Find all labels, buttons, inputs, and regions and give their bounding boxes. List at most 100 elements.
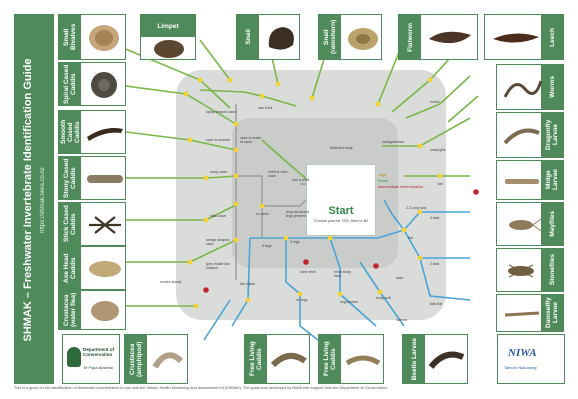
tile-crustacea-amphipod: Crustacea (amphipod) [124,334,188,384]
midge-picture [501,171,543,191]
tile-label: Damselfly Larvae [545,296,559,330]
spiral-caddis-picture [87,69,121,101]
niwa-subtitle: Taihoro Nukurangi [504,365,536,370]
tile-spiral-cased-caddis: Spiral Cased Caddis [58,62,126,106]
tile-smooth-cased-caddis: Smooth Cased Caddis [58,110,126,154]
dragonfly-picture [501,121,543,151]
note-unsegmented: unsegmented [382,140,414,144]
note-narrow: narrow [396,318,418,322]
tile-label: Beetle Larvae [411,338,418,380]
note-no-shell: no shell [256,212,276,216]
start-box: Start Choose your lei. R/D, then to B2 [306,164,376,236]
note-hooks: hooks [430,100,458,104]
tile-label: Free Living Caddis [249,336,263,382]
beetle-larvae-picture [427,345,467,375]
note-segmented: segmented [340,300,370,304]
tile-free-living-caddis-1: Free Living Caddis [244,334,310,384]
stick-caddis-picture [85,209,125,241]
tile-dragonfly-larvae: Dragonfly Larvae [496,112,564,158]
note-body-soft: body soft [376,296,404,300]
note-shell: has shell [258,106,280,110]
note-2-tails: 2 tails [430,262,460,266]
note-small-gills: small gills [430,148,460,152]
tile-damselfly-larvae: Damselfly Larvae [496,294,564,332]
start-instructions: Choose your lei. R/D, then to B2 [310,219,372,223]
note-wide: wide [396,276,416,280]
note-has-shell: has a shell [292,178,316,182]
stonefly-picture [501,255,543,287]
note-no-legs: no legs [296,298,326,302]
note-head-body-hard: head body hard [334,270,358,278]
axe-caddis-picture [85,257,125,281]
tile-limpet: Limpet [140,14,196,60]
note-flat: flat [408,236,428,240]
mayfly-picture [501,209,543,241]
note-long-tail: long tail and/or legs present [286,210,316,218]
doc-logo: Department of Conservation Te Papa Atawh… [62,334,120,384]
niwa-wordmark: NIWA [508,347,537,359]
tile-label: Leech [549,28,556,47]
tile-small-bivalves: Small Bivalves [58,14,126,60]
note-tails-flat: tails flat [430,302,460,306]
doc-name-line2: Conservation [83,352,114,357]
tile-stoneflies: Stoneflies [496,248,564,292]
note-wedge-case: wedge shaped case [206,238,234,246]
leech-picture [491,25,541,51]
note-moves-slowly: moves slowly [160,280,184,284]
note-spiral-case: spiral shaped case [206,110,242,114]
amphipod-picture [149,343,187,377]
damselfly-picture [501,303,543,325]
note-sand-case: case is made of sand [240,136,264,144]
note-stony-case: stony case [210,170,234,174]
tile-label: Dragonfly Larvae [545,114,559,156]
tile-beetle-larvae: Beetle Larvae [402,334,468,384]
note-6-legs: 6 legs [262,244,282,248]
note-3-legs: 3 legs [290,240,316,244]
tile-midge-larvae: Midge Larvae [496,160,564,200]
tile-label: Midge Larvae [545,162,559,198]
tile-label: Limpet [157,23,178,30]
legend: Legs Route Intermediate determination [378,172,423,190]
ramshorn-picture [345,21,381,55]
tile-label: Axe Head Caddis [63,248,77,288]
tile-free-living-caddis-2: Free Living Caddis [318,334,384,384]
tile-leech: Leech [484,14,564,60]
tile-label: Stick Cased Caddis [63,204,77,244]
tile-worms: Worms [496,64,564,110]
tile-label: Spiral Cased Caddis [63,64,77,104]
niwa-logo: NIWA Taihoro Nukurangi [497,334,565,384]
tile-axe-head-caddis: Axe Head Caddis [58,246,126,290]
tile-label: Crustacea (amphipod) [129,336,143,382]
tile-crustacea-water-flea: Crustacea (water flea) [58,290,126,330]
tile-label: Flatworm [407,23,414,52]
tile-stick-cased-caddis: Stick Cased Caddis [58,202,126,246]
tile-snail-ramshorn: Snail (ramshorn) [318,14,382,60]
tile-label: Snail (ramshorn) [323,16,337,58]
free-caddis-2-picture [343,345,383,375]
limpet-picture [151,37,187,59]
flatworm-picture [425,25,475,51]
tile-label: Free Living Caddis [323,336,337,382]
tile-mayflies: Mayflies [496,202,564,246]
note-long-tails: 2-3 long tails [406,206,428,210]
doc-name-maori: Te Papa Atawhai [83,365,113,370]
note-flattened: flattened body [330,146,356,150]
tile-snail: Snail [236,14,300,60]
bivalve-picture [85,21,123,55]
footer-note: This is a guide for the identification o… [14,386,564,394]
tile-label: Crustacea (water flea) [63,292,77,328]
note-smooth-case: case is smooth [206,138,234,142]
free-caddis-1-picture [269,345,309,375]
tile-label: Small Bivalves [63,16,77,58]
tile-label: Snail [245,29,252,45]
tile-label: Smooth Cased Caddis [60,112,81,152]
note-tail: tail [438,182,466,186]
note-flat-inside: flat inside [240,282,266,286]
note-grey-inside: grey inside like shaped [206,262,236,270]
stony-caddis-picture [85,171,125,187]
doc-emblem-icon [67,347,81,367]
tile-label: Worms [549,76,556,98]
note-3-tails: 3 tails [430,216,460,220]
water-flea-picture [85,297,125,325]
